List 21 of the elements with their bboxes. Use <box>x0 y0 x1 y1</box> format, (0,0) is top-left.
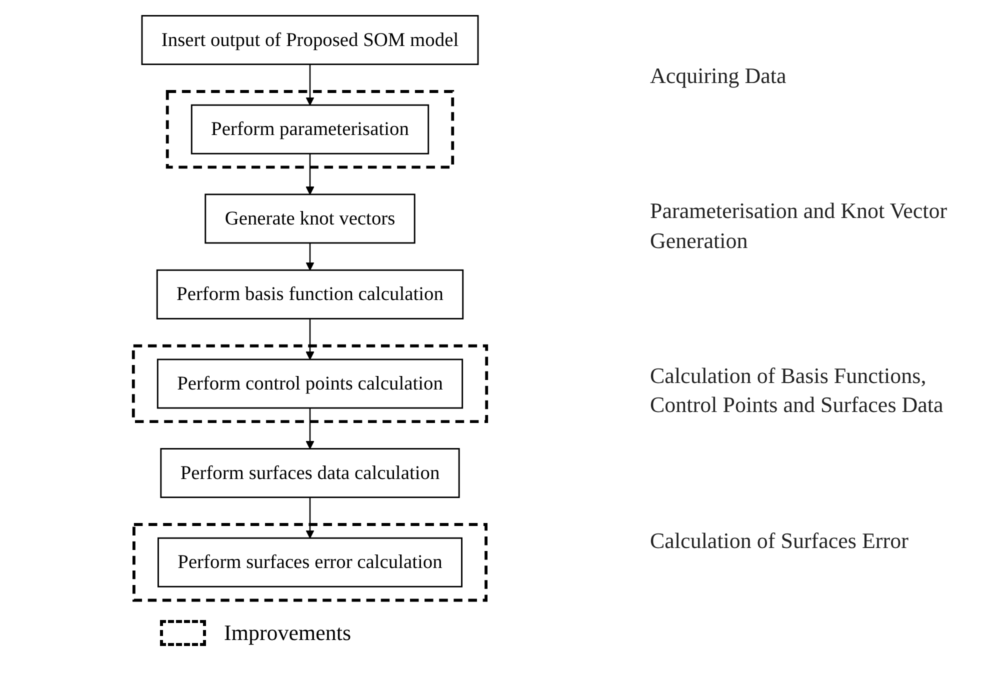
cluster <box>166 90 454 169</box>
section-label: Parameterisation and Knot Vector Generation <box>650 196 948 255</box>
node-box: Generate knot vectors <box>204 194 416 244</box>
node-box: Perform surfaces data calculation <box>160 448 460 498</box>
cluster <box>132 523 488 602</box>
arrow <box>306 154 314 195</box>
arrow <box>306 64 314 106</box>
arrow <box>306 497 314 538</box>
cluster <box>132 344 488 424</box>
section-label: Calculation of Basis Functions, Control Points and Surfaces Data <box>650 362 944 420</box>
section-label: Acquiring Data <box>650 62 788 90</box>
arrow <box>306 242 314 271</box>
node-box: Perform parameterisation <box>190 104 430 154</box>
section-label: Calculation of Surfaces Error <box>650 526 910 555</box>
arrow <box>306 318 314 360</box>
arrow <box>306 408 314 450</box>
node-box: Perform control points calculation <box>156 358 464 409</box>
node-box: Perform basis function calculation <box>156 269 464 320</box>
node-box: Perform surfaces error calculation <box>158 537 462 588</box>
legend-label: Improvements <box>224 620 352 646</box>
node-box: Insert output of Proposed SOM model <box>141 15 479 66</box>
